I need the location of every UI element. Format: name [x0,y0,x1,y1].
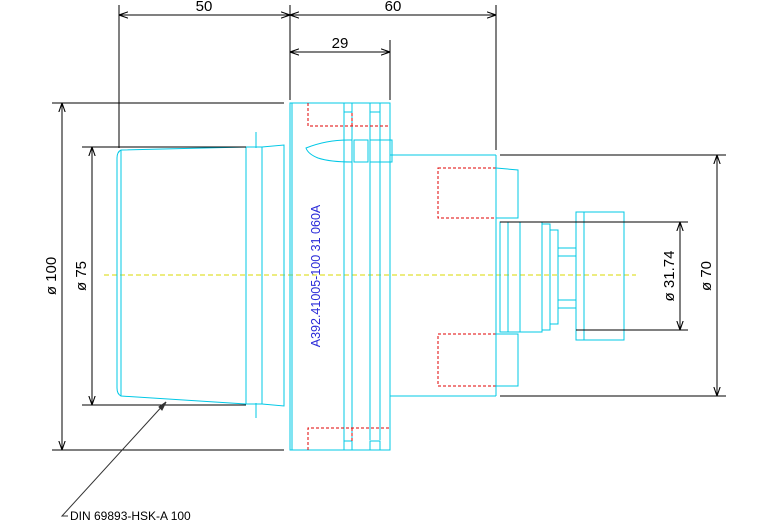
dim-text-50: 50 [196,0,213,15]
shank-note: DIN 69893-HSK-A 100 [70,509,191,523]
extension-lines [52,5,726,451]
leader-line [60,401,167,517]
part-number-label: A392.41005-100 31 060A [309,204,323,347]
dim-text-dia-70: ø 70 [698,261,715,291]
dim-text-dia-31-74: ø 31.74 [661,251,678,302]
dim-text-dia-100: ø 100 [43,257,60,295]
dim-text-29: 29 [332,35,349,52]
hsk-shank-outline [116,132,285,418]
dim-text-dia-75: ø 75 [73,261,90,291]
body-outline [495,155,625,396]
flange-outline [289,102,496,451]
dim-text-60: 60 [385,0,402,15]
